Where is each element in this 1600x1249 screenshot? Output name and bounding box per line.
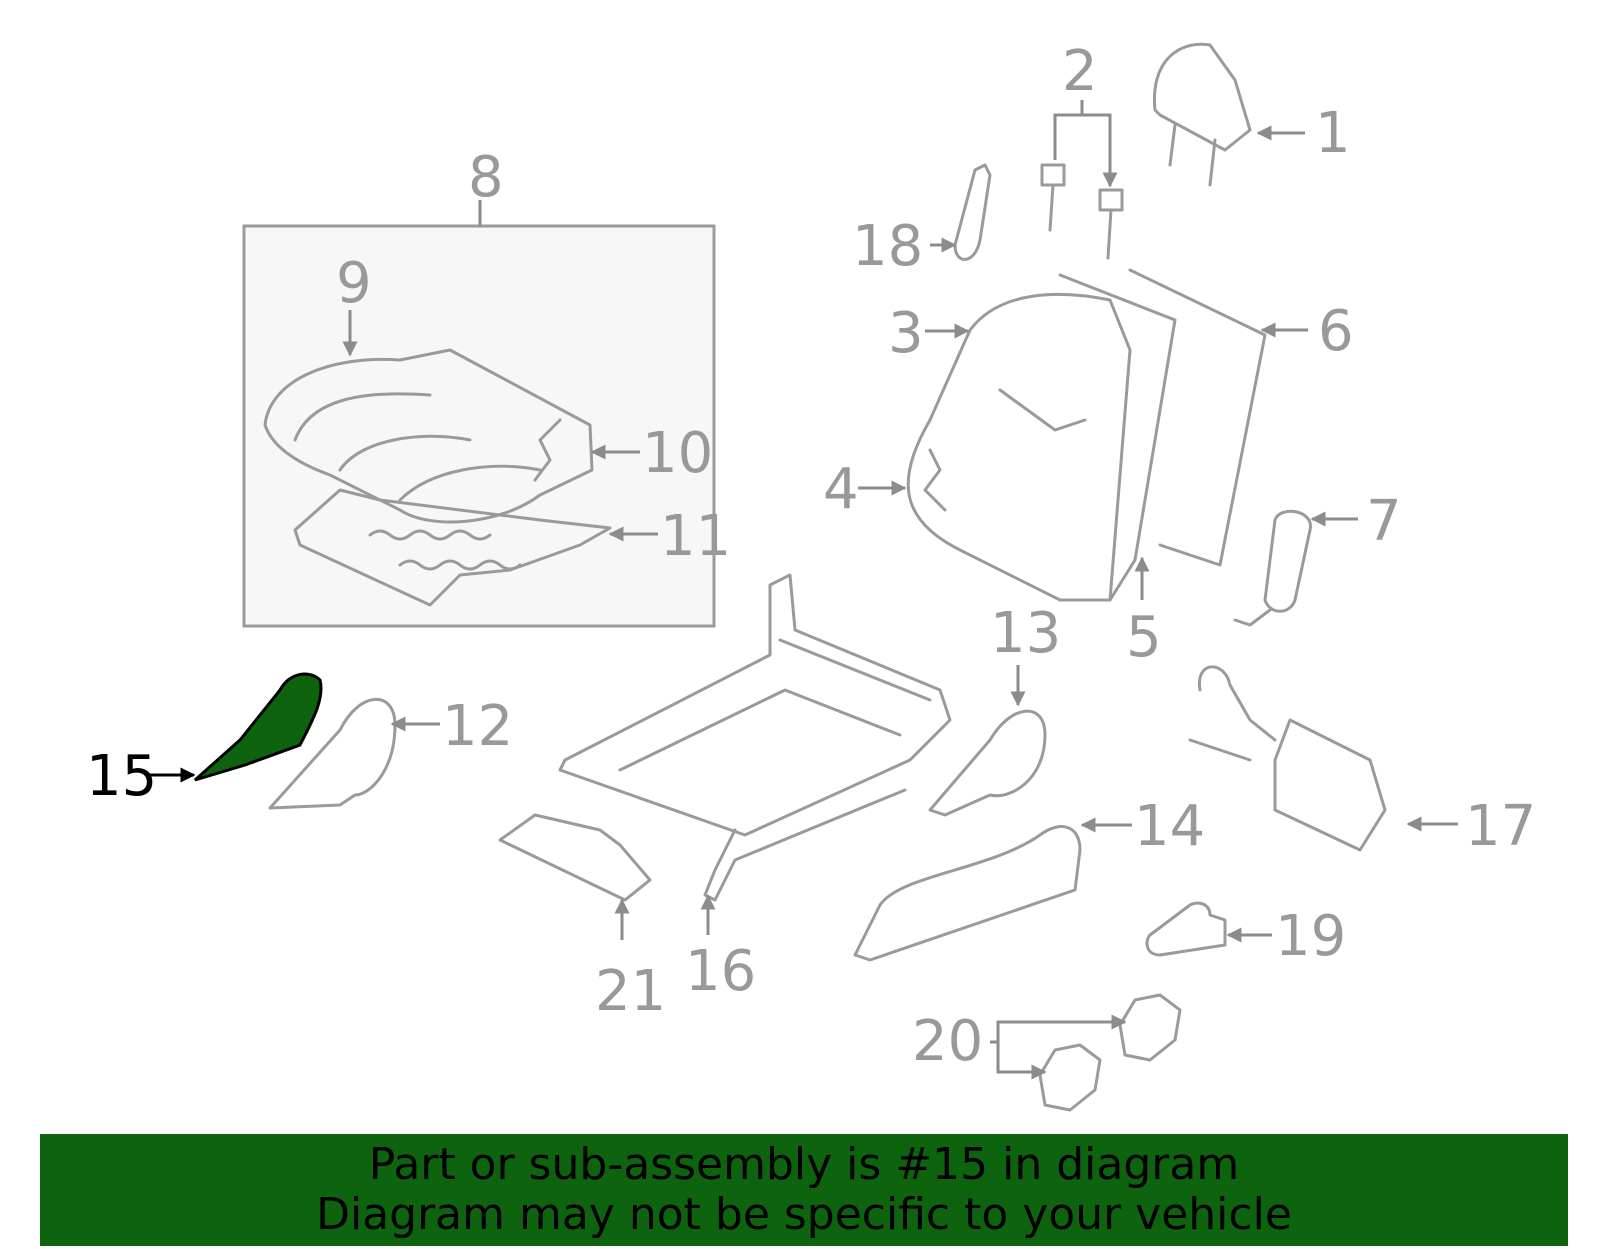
recline-cover-part xyxy=(928,709,1047,817)
callout-9: 9 xyxy=(336,251,372,316)
info-banner: Part or sub-assembly is #15 in diagram D… xyxy=(40,1134,1568,1246)
callout-7: 7 xyxy=(1366,489,1402,554)
subassembly-box-8 xyxy=(242,224,716,628)
callout-17: 17 xyxy=(1465,794,1536,859)
callout-16: 16 xyxy=(685,939,756,1004)
callout-12: 12 xyxy=(442,694,513,759)
seat-cushion-pad-part xyxy=(263,348,594,524)
callout-20: 20 xyxy=(912,1009,983,1074)
callout-11: 11 xyxy=(660,504,731,569)
cushion-frame-part xyxy=(293,488,612,607)
banner-line-1: Part or sub-assembly is #15 in diagram xyxy=(368,1139,1240,1190)
callout-4: 4 xyxy=(823,457,859,522)
side-shield-part xyxy=(853,825,1082,962)
callout-2: 2 xyxy=(1062,39,1098,104)
recline-lever-part xyxy=(953,163,992,261)
callout-1: 1 xyxy=(1315,101,1351,166)
seat-back-assembly-part xyxy=(906,268,1267,602)
headrest-guides-part xyxy=(1040,163,1124,260)
callout-8: 8 xyxy=(468,145,504,210)
callout-14: 14 xyxy=(1134,794,1205,859)
knob-part xyxy=(1145,901,1227,957)
lumbar-support-part xyxy=(1188,665,1387,852)
callout-15: 15 xyxy=(86,744,157,809)
callout-18: 18 xyxy=(852,214,923,279)
callout-19: 19 xyxy=(1275,904,1346,969)
banner-line-2: Diagram may not be specific to your vehi… xyxy=(316,1189,1292,1240)
headrest-part xyxy=(1152,42,1252,187)
side-airbag-part xyxy=(1233,509,1312,627)
callout-21: 21 xyxy=(595,959,666,1024)
adjuster-knobs-part xyxy=(1038,993,1182,1112)
highlighted-part-15 xyxy=(194,672,323,782)
callout-10: 10 xyxy=(642,421,713,486)
callout-3: 3 xyxy=(888,301,924,366)
bracket-plate-part xyxy=(498,813,652,902)
callout-5: 5 xyxy=(1126,605,1162,670)
callout-6: 6 xyxy=(1318,299,1354,364)
callout-13: 13 xyxy=(990,601,1061,666)
